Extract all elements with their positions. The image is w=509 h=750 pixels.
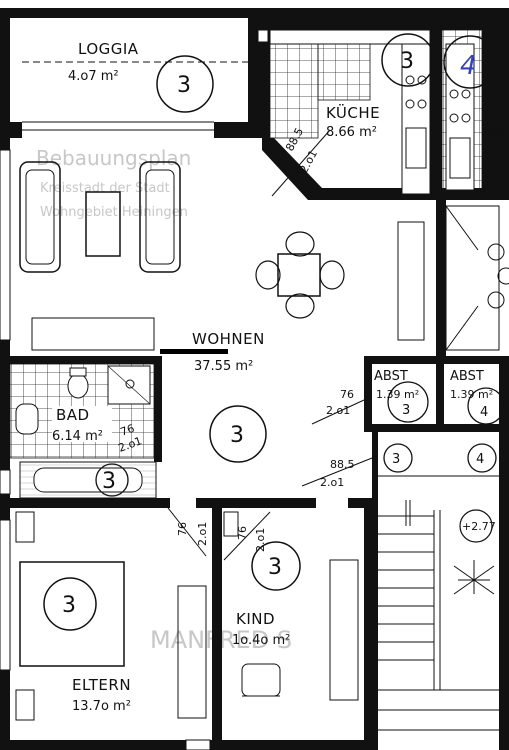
abst-right-unit-circle <box>467 387 505 425</box>
abst-left-unit-number: 3 <box>402 403 410 418</box>
stair-unit-left-circle <box>383 443 413 473</box>
loggia-label: LOGGIA <box>78 40 139 58</box>
loggia: LOGGIA 4.o7 m² 3 <box>22 40 248 131</box>
wall-left <box>0 8 10 750</box>
wardrobe-eltern <box>177 585 207 719</box>
bad-unit-number: 3 <box>102 469 116 494</box>
eltern: 3 ELTERN 13.7o m² 76 2.o1 <box>15 507 209 721</box>
stairwell: 3 4 +2.77 <box>378 443 499 731</box>
kitchen-counter <box>401 43 431 195</box>
kueche-right-label: KÜ <box>486 103 507 122</box>
hall-door-height: 2.o1 <box>320 476 344 489</box>
stair-unit-left-number: 3 <box>392 452 400 467</box>
bad: BAD 6.14 m² 76 2.o1 3 <box>9 363 157 499</box>
wall-bad-top <box>10 356 160 364</box>
wall-top-left <box>8 8 248 18</box>
sofa-right <box>139 161 181 273</box>
kueche-door-height: 2.o1 <box>297 148 320 176</box>
stair-unit-right-circle <box>467 443 497 473</box>
abst-door-height: 2.o1 <box>326 404 350 417</box>
wohnen-area: 37.55 m² <box>194 359 253 374</box>
dining-set <box>255 231 345 319</box>
stair-level: +2.77 <box>462 520 496 533</box>
kueche-right: 4 KÜ 8.6 <box>441 29 507 191</box>
kueche-left-unit-number: 3 <box>400 49 414 74</box>
bad-unit-circle <box>95 463 129 497</box>
double-bed <box>19 561 125 667</box>
wall-stair-right <box>499 432 509 750</box>
wall-bedrooms-divider <box>212 508 222 743</box>
kind-door-height: 2.o1 <box>254 528 267 552</box>
wall-kitchen-divider <box>430 30 442 200</box>
eltern-unit-circle <box>43 577 97 631</box>
level-marker <box>459 509 493 543</box>
abst-left-area: 1.39 m² <box>376 388 419 401</box>
wohnen-unit-number: 3 <box>230 423 244 448</box>
hall-door-width: 88.5 <box>330 458 355 471</box>
washbasin <box>15 403 39 435</box>
bad-door-width: 76 <box>119 422 137 439</box>
stair-treads <box>378 510 499 731</box>
loggia-area: 4.o7 m² <box>68 69 119 84</box>
wall-right-top <box>499 30 509 190</box>
kueche-right-unit-number: 4 <box>460 51 477 81</box>
watermark-line-2: Kreisstadt der Stadt <box>40 181 170 196</box>
eltern-label: ELTERN <box>72 676 131 694</box>
kueche-left-area: 8.66 m² <box>326 125 377 140</box>
sideboard <box>31 317 155 351</box>
watermark-line-1: Bebauungsplan <box>36 146 191 170</box>
kueche-left-unit-circle <box>381 33 435 87</box>
abst-right-unit-number: 4 <box>480 405 488 420</box>
loggia-unit-circle <box>156 55 214 113</box>
kind-door-width: 76 <box>236 526 249 540</box>
kind-label: KIND <box>236 610 275 628</box>
eltern-area: 13.7o m² <box>72 699 131 714</box>
wohnen-unit-circle <box>209 405 267 463</box>
wall-loggia-right <box>248 8 262 138</box>
windows <box>0 149 211 750</box>
eltern-door-height: 2.o1 <box>196 522 209 546</box>
bed-kind <box>329 559 359 701</box>
kueche-left: 3 KÜCHE 8.66 m² 88.5 2.o1 <box>257 29 435 197</box>
eltern-unit-number: 3 <box>62 593 76 618</box>
abst-left-unit-circle <box>387 381 429 423</box>
desk-chair <box>241 663 281 697</box>
kueche-right-unit-circle <box>443 35 497 89</box>
wall-bedrooms-top <box>10 498 170 508</box>
kueche-right-area: 8.6 <box>486 125 507 140</box>
kind: 3 KIND 1o.4o m² 76 2.o1 <box>223 511 359 701</box>
right-unit-living <box>445 205 509 351</box>
nightstand-bottom <box>15 689 35 721</box>
abst-rooms: ABST 1.39 m² 3 ABST 1.39 m² 4 <box>374 369 505 425</box>
nightstand-top <box>15 511 35 543</box>
watermark: Bebauungsplan Kreisstadt der Stadt Wohng… <box>36 146 292 654</box>
kind-area: 1o.4o m² <box>232 633 290 648</box>
eltern-door-width: 76 <box>176 522 189 536</box>
wall-stair-left <box>372 432 378 750</box>
toilet <box>67 373 89 399</box>
stair-unit-right-number: 4 <box>476 452 484 467</box>
bad-area: 6.14 m² <box>52 429 103 444</box>
kueche-left-label: KÜCHE <box>326 103 380 122</box>
coffee-table <box>85 191 121 257</box>
kind-unit-circle <box>251 541 301 591</box>
abst-right-label: ABST <box>450 369 484 384</box>
abst-left-label: ABST <box>374 369 408 384</box>
wohnen-label: WOHNEN <box>192 330 265 348</box>
loggia-unit-number: 3 <box>177 73 191 98</box>
abst-door-width: 76 <box>340 388 354 401</box>
wall-top-right <box>250 8 509 30</box>
wohnen: WOHNEN 37.55 m² 3 76 2.o1 88.5 2.o1 <box>19 161 425 489</box>
kind-unit-number: 3 <box>268 555 282 580</box>
sofa-left <box>19 161 61 273</box>
watermark-line-3: Wohngebiet Heiningen <box>40 205 188 220</box>
bad-label: BAD <box>56 406 90 424</box>
